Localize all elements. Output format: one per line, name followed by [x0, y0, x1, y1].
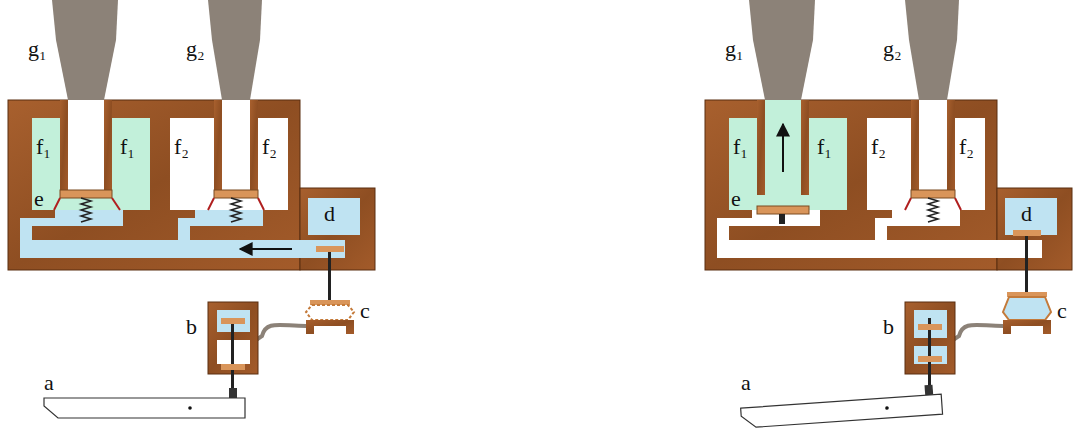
- pallet: [911, 190, 955, 198]
- part-label: g₂: [883, 38, 902, 60]
- valve-disc: [316, 246, 344, 252]
- pallet-leather: [54, 198, 60, 210]
- conduit: [20, 218, 59, 226]
- valve-rod: [328, 252, 331, 300]
- pallet-leather: [955, 198, 961, 210]
- part-label: g₁: [725, 38, 744, 60]
- wind-tube: [953, 325, 1003, 340]
- pipe-bore: [222, 100, 250, 192]
- part-label: c: [360, 300, 370, 322]
- pipe-bore: [919, 100, 947, 192]
- relay-chamber: [1005, 198, 1057, 235]
- pallet-spring: [928, 198, 938, 222]
- part-label: f₂: [871, 136, 886, 158]
- pipe-bore: [68, 100, 104, 192]
- pallet-stem: [779, 214, 785, 224]
- flow-arrow: [240, 248, 292, 250]
- part-label: b: [186, 316, 197, 338]
- key-lever: [741, 394, 943, 428]
- pipe-foot: [52, 0, 118, 100]
- bore-wall: [214, 100, 222, 195]
- action-panel: [705, 0, 1072, 428]
- part-label: d: [324, 203, 335, 225]
- bellows-base: [306, 320, 354, 334]
- flow-arrow: [782, 124, 784, 172]
- part-label: f₁: [36, 136, 51, 158]
- conduit: [717, 218, 756, 226]
- pallet: [214, 190, 258, 198]
- conduit: [178, 218, 199, 226]
- wind-channel: [20, 240, 345, 258]
- bore-wall: [104, 100, 112, 195]
- part-label: e: [731, 188, 741, 210]
- bore-wall: [947, 100, 955, 195]
- wind-channel: [717, 240, 1042, 258]
- pallet-leather: [112, 198, 120, 210]
- part-label: f₁: [733, 136, 748, 158]
- pallet-leather: [258, 198, 264, 210]
- key-lever: [44, 398, 245, 418]
- pallet-spring: [231, 198, 241, 222]
- bellows-body: [306, 305, 354, 320]
- part-label: b: [883, 316, 894, 338]
- pallet-leather: [905, 198, 911, 210]
- pallet-spring: [81, 198, 91, 222]
- part-label: e: [34, 188, 44, 210]
- wind-tube: [256, 325, 306, 340]
- primary-disc: [918, 356, 942, 362]
- key-sticker: [925, 385, 934, 396]
- bore-wall: [911, 100, 919, 195]
- bellows-base: [1003, 320, 1051, 334]
- bore-wall: [60, 100, 68, 195]
- conduit: [875, 218, 896, 226]
- bore-wall: [801, 100, 809, 195]
- pipe-bore: [765, 100, 801, 210]
- primary-disc: [221, 318, 245, 324]
- part-label: f₁: [120, 136, 135, 158]
- part-label: f₂: [262, 136, 277, 158]
- primary-rod: [231, 318, 234, 396]
- key-sticker: [229, 388, 237, 398]
- primary-disc: [918, 324, 942, 330]
- key-group: [44, 388, 245, 418]
- valve-rod: [1025, 236, 1028, 292]
- action-panel: [8, 0, 375, 418]
- relay-chamber: [308, 198, 360, 235]
- part-label: f₁: [817, 136, 832, 158]
- bore-wall: [757, 100, 765, 195]
- pipe-foot: [905, 0, 959, 100]
- bore-wall: [250, 100, 258, 195]
- pallet: [757, 206, 809, 214]
- key-pivot: [885, 406, 889, 410]
- pouch: [892, 210, 960, 226]
- part-label: a: [44, 372, 54, 394]
- part-label: g₁: [28, 38, 47, 60]
- part-label: c: [1057, 300, 1067, 322]
- pipe-foot: [208, 0, 262, 100]
- pallet: [60, 190, 112, 198]
- key-pivot: [188, 406, 192, 410]
- valve-disc: [1013, 230, 1041, 236]
- key-group: [740, 384, 943, 428]
- part-label: a: [741, 372, 751, 394]
- pouch: [195, 210, 263, 226]
- pipe-foot: [749, 0, 815, 100]
- part-label: f₂: [174, 136, 189, 158]
- part-label: f₂: [959, 136, 974, 158]
- pallet-leather: [208, 198, 214, 210]
- bellows-body: [1003, 297, 1051, 320]
- part-label: g₂: [186, 38, 205, 60]
- part-label: d: [1021, 203, 1032, 225]
- primary-disc: [221, 364, 245, 370]
